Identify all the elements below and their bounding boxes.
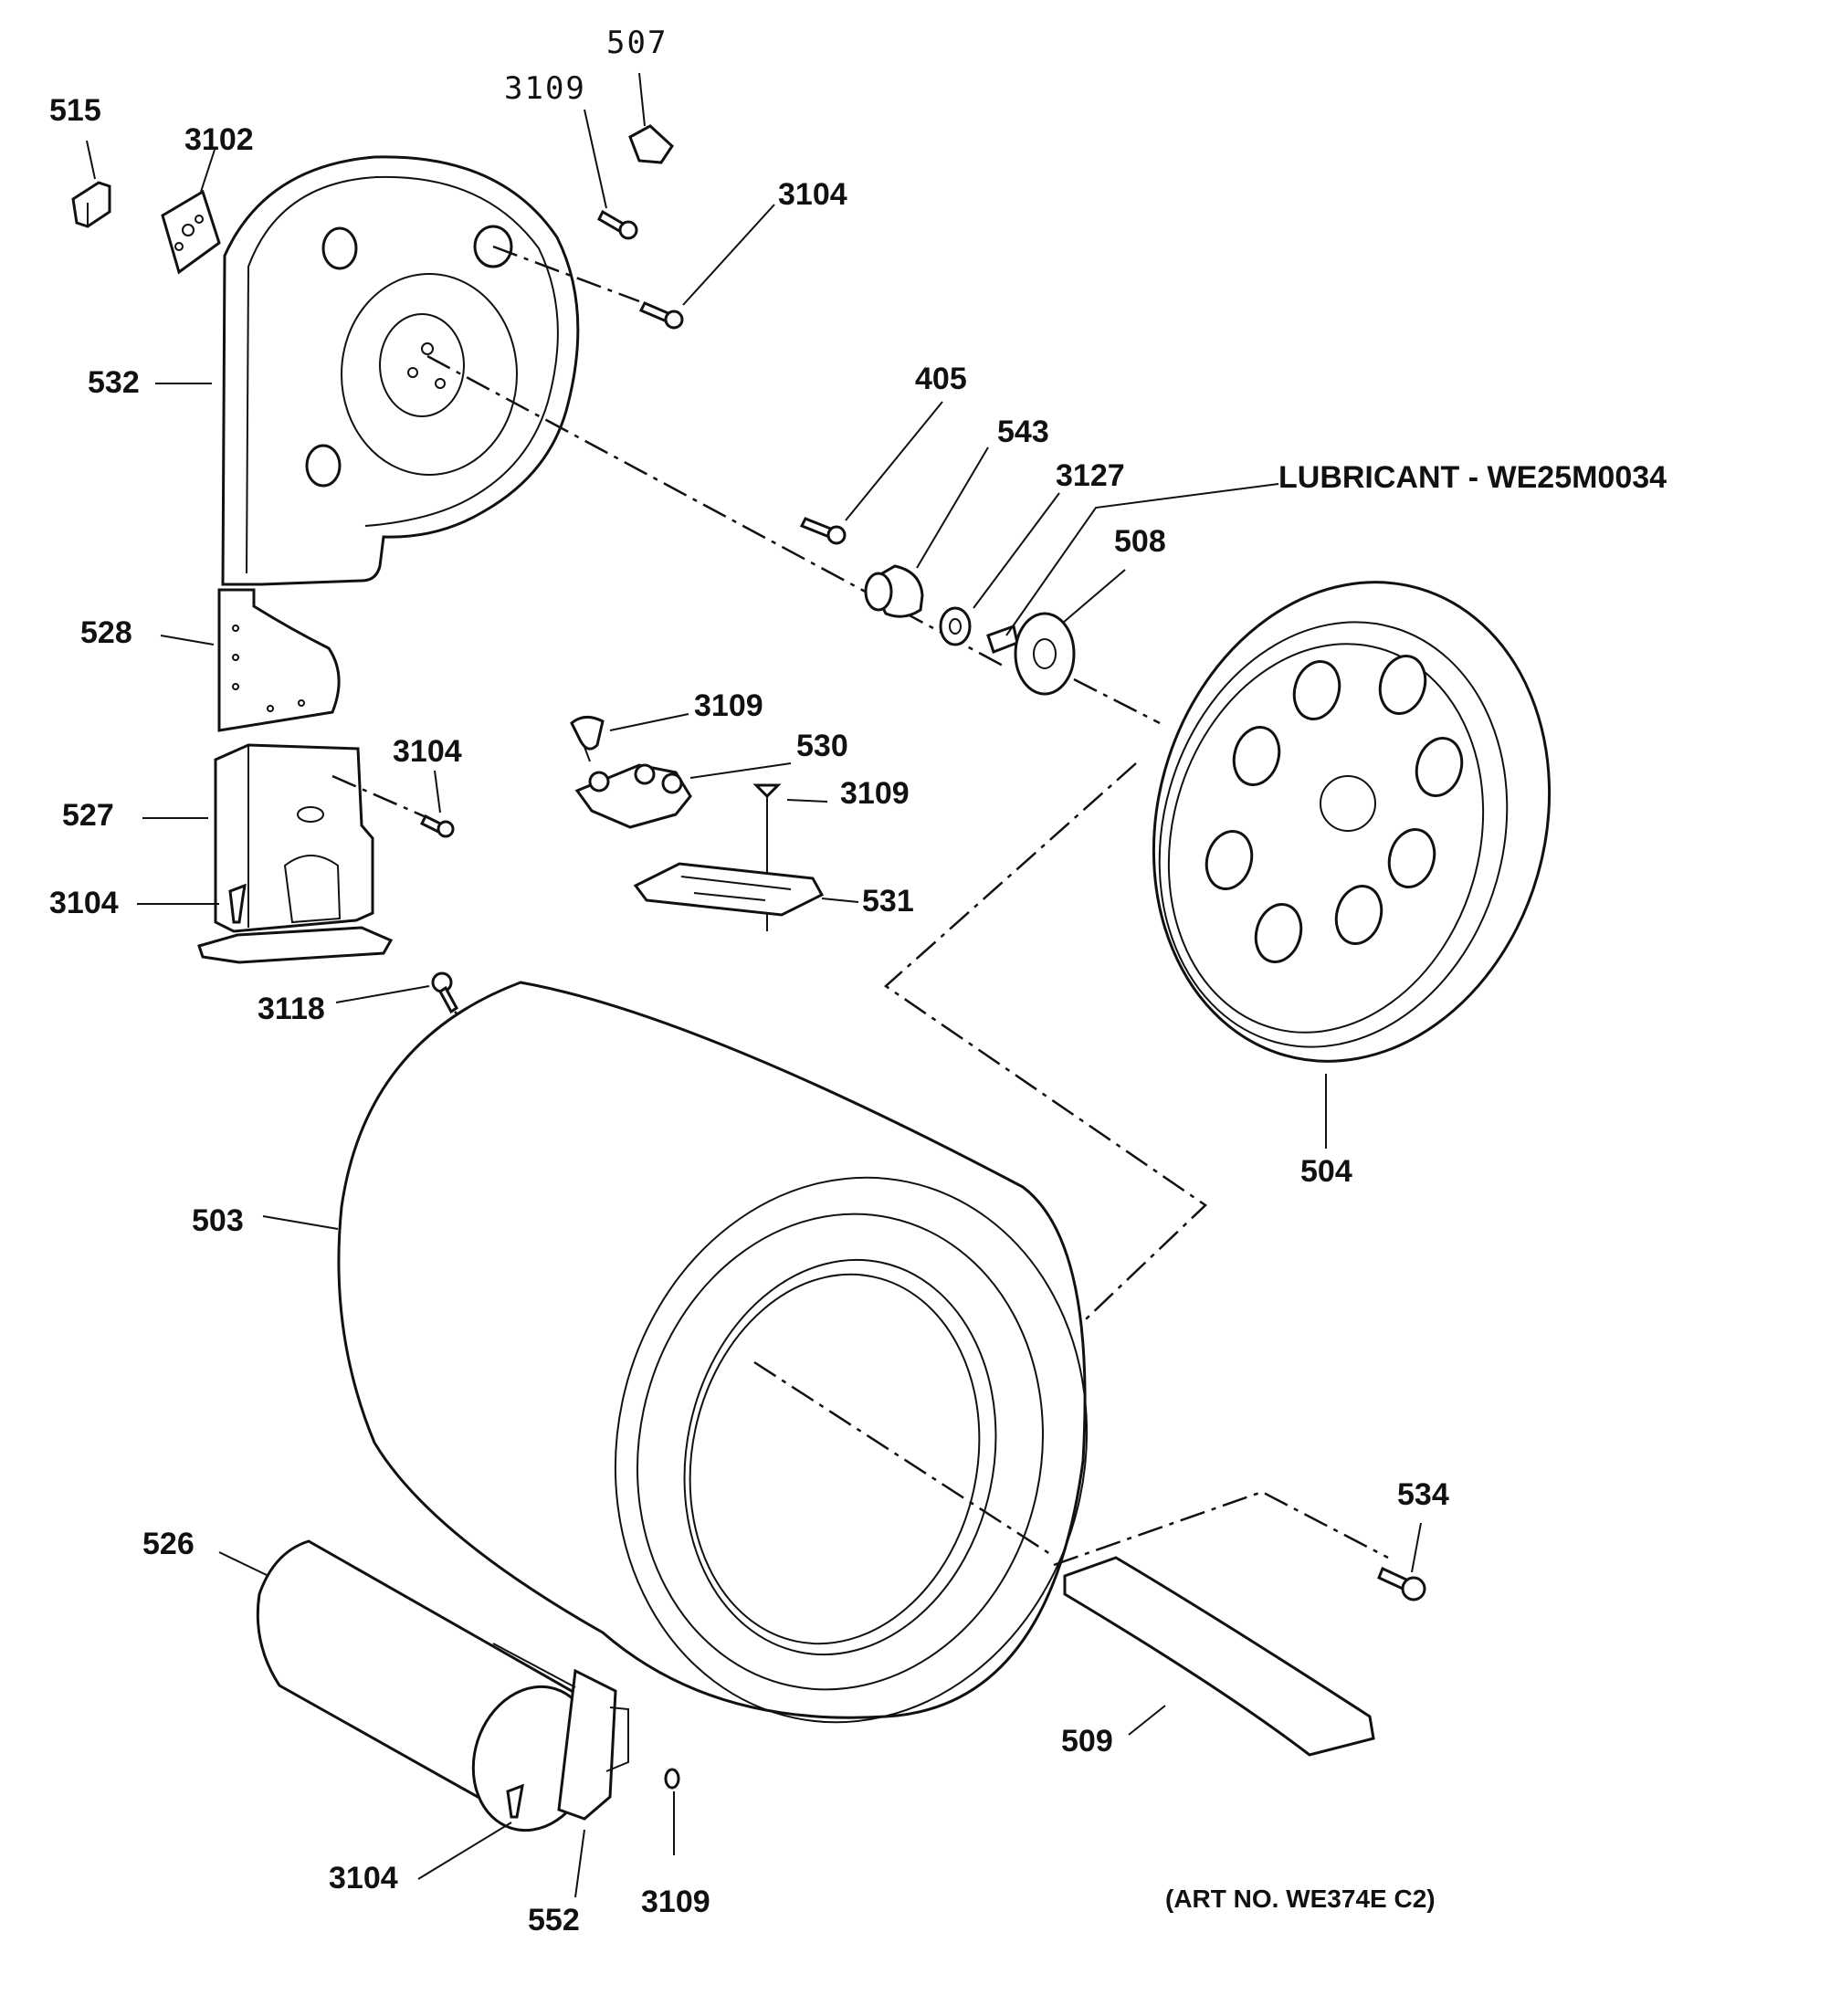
- label-532: 532: [88, 365, 140, 400]
- part-532-blower-housing: [155, 155, 580, 586]
- part-503-drum: [262, 981, 1089, 1724]
- label-3104-left: 3104: [49, 886, 119, 920]
- part-552-bracket: [574, 1706, 629, 1898]
- label-534: 534: [1397, 1477, 1449, 1512]
- part-3109-top-screw: [584, 109, 638, 240]
- bearing-to-head-line: [1073, 677, 1161, 725]
- label-504: 504: [1300, 1154, 1352, 1189]
- label-3118: 3118: [258, 992, 325, 1026]
- label-530: 530: [796, 729, 848, 763]
- label-543: 543: [997, 415, 1049, 449]
- label-3102: 3102: [184, 122, 254, 157]
- label-3109-mid: 3109: [694, 688, 763, 723]
- label-527: 527: [62, 798, 114, 833]
- part-515-clip: [71, 140, 111, 228]
- label-526: 526: [142, 1527, 195, 1561]
- label-3109-bottom: 3109: [641, 1885, 710, 1919]
- label-503: 503: [192, 1203, 244, 1238]
- part-3102-pad: [161, 149, 221, 275]
- label-3104-bottom: 3104: [329, 1861, 398, 1895]
- label-405: 405: [915, 362, 967, 396]
- part-3109-mid-screw: [570, 713, 689, 762]
- part-531-plate: [633, 862, 859, 917]
- part-3104-bottom-screw: [417, 1783, 524, 1880]
- part-530-switch: [574, 762, 792, 829]
- lubricant-note: LUBRICANT - WE25M0034: [1278, 460, 1667, 495]
- label-509: 509: [1061, 1724, 1113, 1759]
- shaft-axis-line: [426, 354, 1005, 668]
- part-508-bearing: [986, 483, 1279, 696]
- part-509-baffle: [1053, 1490, 1389, 1757]
- label-515: 515: [49, 93, 101, 128]
- part-3109-bottom-screw: [664, 1768, 680, 1855]
- drum-axis-line: [753, 1360, 1051, 1556]
- label-3109-top: 3109: [504, 70, 586, 107]
- part-3104-left-screw: [137, 883, 247, 924]
- label-531: 531: [862, 884, 914, 919]
- part-526-motor: [218, 1539, 617, 1832]
- part-543-bushing: [864, 446, 989, 618]
- label-3104-top: 3104: [778, 177, 847, 212]
- part-405-bolt: [799, 401, 943, 545]
- label-3127: 3127: [1056, 458, 1125, 493]
- part-504-drum-head: [1152, 581, 1552, 1149]
- label-507: 507: [606, 25, 668, 61]
- art-number: (ART NO. WE374E C2): [1165, 1885, 1436, 1913]
- part-3127-washer: [939, 492, 1060, 646]
- label-528: 528: [80, 615, 132, 650]
- part-507: [628, 72, 674, 164]
- part-3104-mid-screw: [331, 770, 455, 838]
- label-3104-mid: 3104: [393, 734, 462, 769]
- label-508: 508: [1114, 524, 1166, 559]
- part-527-bracket: [142, 743, 394, 964]
- part-3104-top-screw: [638, 204, 775, 330]
- label-3109-mid2: 3109: [840, 776, 910, 811]
- label-552: 552: [528, 1903, 580, 1937]
- baffle-mount-line: [1053, 1490, 1389, 1567]
- screw-axis-line: [492, 245, 640, 303]
- part-528-plate: [160, 588, 341, 732]
- part-534-screw: [1377, 1522, 1426, 1601]
